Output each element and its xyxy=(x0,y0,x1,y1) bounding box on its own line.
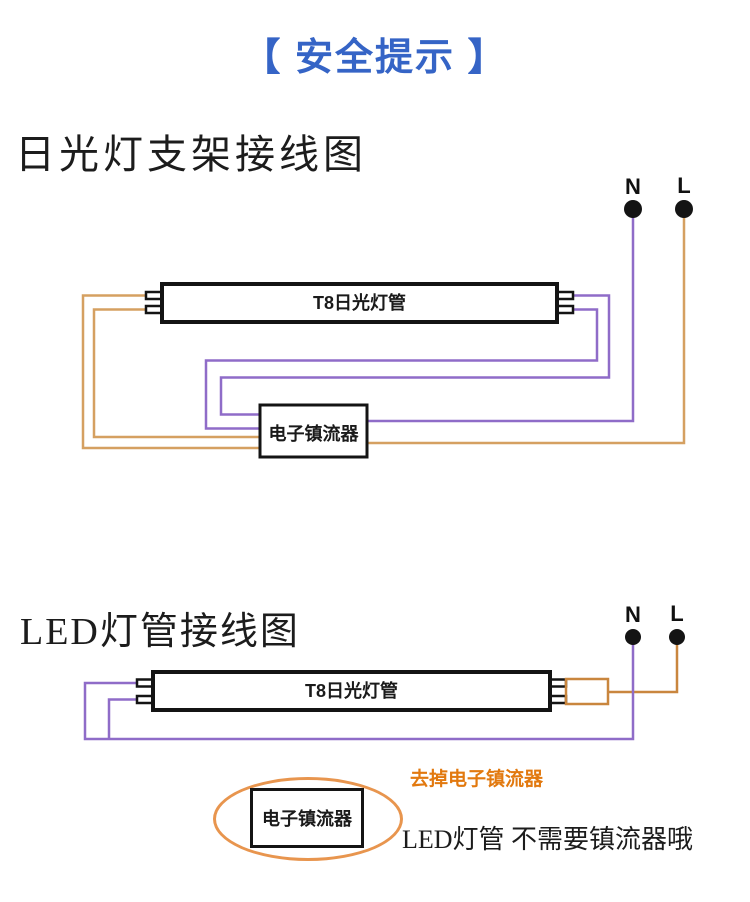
removed-ballast-ellipse xyxy=(213,777,403,861)
tube-pin xyxy=(135,694,155,705)
page-title: 【 安全提示 】 xyxy=(242,37,508,79)
tube-pin xyxy=(144,290,164,301)
ballast-box-removed: 电子镇流器 xyxy=(250,788,364,848)
tube-label: T8日光灯管 xyxy=(312,293,406,313)
terminal-dot-l xyxy=(669,629,685,645)
no-ballast-needed-note: LED灯管 不需要镇流器哦 xyxy=(402,825,694,854)
tube-pin xyxy=(548,678,568,688)
terminal-dot-l xyxy=(675,200,693,218)
wire-tube-left-bottom-to-ballast xyxy=(92,308,260,439)
ballast-box xyxy=(258,403,369,459)
remove-ballast-note: 去掉电子镇流器 xyxy=(410,769,544,790)
terminal-label-l: L xyxy=(677,173,691,198)
wire-neutral-to-ballast xyxy=(367,209,635,423)
wire-neutral-to-left-pins xyxy=(83,637,635,741)
terminal-label-n: N xyxy=(625,174,641,199)
tube-pin xyxy=(555,304,575,315)
terminal-dot-n xyxy=(624,200,642,218)
tube-pin xyxy=(548,694,568,705)
tube-pin xyxy=(144,304,164,315)
tube-body xyxy=(160,282,559,324)
tube-label: T8日光灯管 xyxy=(304,681,398,701)
ballast-label: 电子镇流器 xyxy=(262,809,352,829)
terminal-dot-n xyxy=(625,629,641,645)
led-wiring-diagram xyxy=(83,629,685,741)
ballast-label: 电子镇流器 xyxy=(268,424,359,444)
wire-tube-right-bottom-to-ballast xyxy=(204,308,599,430)
tube-pin xyxy=(555,290,575,301)
led-diagram-heading: LED灯管接线图 xyxy=(20,611,300,653)
wire-live-to-ballast xyxy=(367,209,686,445)
tube-pin xyxy=(135,678,155,688)
wire-tube-left-top-to-ballast xyxy=(81,294,260,450)
terminal-label-l: L xyxy=(670,601,684,626)
lamp-holder-box xyxy=(564,677,610,706)
wire-neutral-branch xyxy=(107,698,138,739)
terminal-label-n: N xyxy=(625,602,641,627)
wire-tube-right-top-to-ballast xyxy=(219,294,611,416)
fluorescent-diagram-heading: 日光灯支架接线图 xyxy=(15,132,367,177)
tube-body xyxy=(151,670,552,712)
fluorescent-wiring-diagram xyxy=(81,200,693,459)
wire-live-to-holder xyxy=(608,637,679,694)
